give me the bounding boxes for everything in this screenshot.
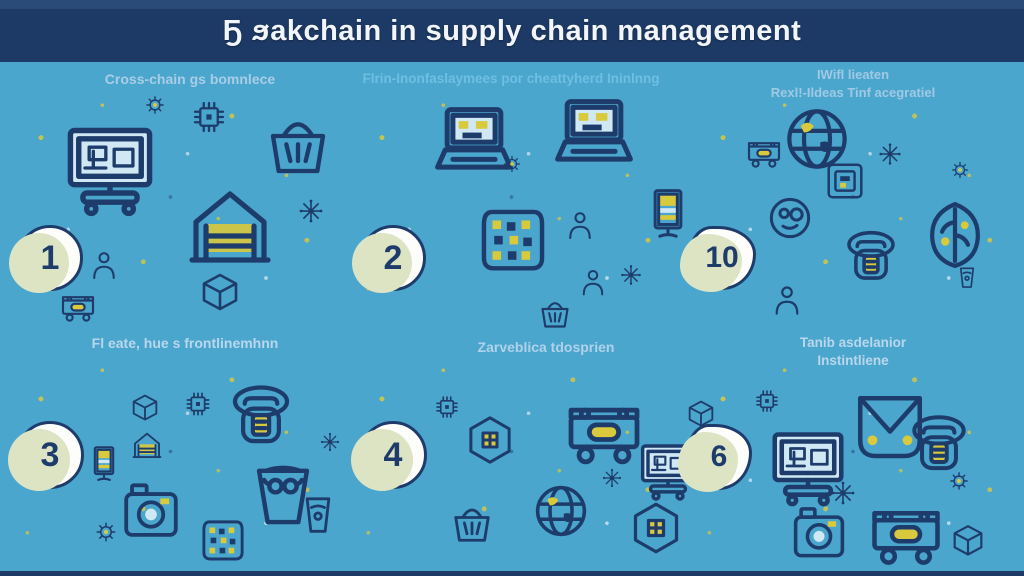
gear-icon [500, 152, 524, 176]
parts-crate-icon [472, 200, 554, 282]
globe-icon [528, 478, 594, 544]
badge-6: 6 [678, 424, 752, 492]
appliance-icon [116, 478, 186, 548]
badge-3: 3 [8, 421, 84, 491]
panel-4-header-line: Zarveblica tdosprien [477, 339, 615, 355]
panel-4-header: Zarveblica tdosprien [401, 338, 691, 357]
cart-icon [560, 390, 648, 478]
bottom-border [0, 571, 1024, 576]
package-cube-icon [196, 270, 244, 318]
panel-1-header: Cross-chain gs bomnlece [40, 70, 340, 89]
chip-icon [432, 392, 462, 422]
laptop-icon [428, 100, 520, 192]
person-icon [86, 248, 122, 284]
panel-cross-chain: Cross-chain gs bomnlece [0, 62, 341, 332]
network-node-icon [876, 140, 904, 168]
panel-6-header: Tanib asdelanior Instintliene [728, 334, 978, 370]
gear-icon [948, 158, 972, 182]
chip-icon [752, 386, 782, 416]
badge-10: 10 [680, 226, 756, 292]
person-icon [768, 282, 806, 320]
service-kiosk-icon [222, 382, 300, 460]
panel-6-header-line: Tanib asdelanior [799, 335, 907, 350]
service-kiosk-icon [838, 228, 904, 294]
package-cube-icon [128, 392, 162, 426]
cart-icon [744, 134, 784, 174]
cup-icon [952, 262, 982, 292]
person-icon [562, 208, 598, 244]
panel-2-header-line: Flrin-Inonfaslaymees por cheattyherd Ini… [362, 71, 660, 86]
warehouse-icon [130, 428, 164, 462]
shopping-basket-icon [258, 106, 338, 186]
badge-1-number: 1 [40, 238, 60, 277]
panel-1-header-line: Cross-chain gs bomnlece [104, 71, 276, 87]
network-node-icon [318, 430, 342, 454]
badge-6-number: 6 [710, 440, 728, 473]
badge-2: 2 [352, 225, 426, 293]
page-title: Ҕ ϧakchain in supply chain management [222, 14, 802, 47]
badge-4-number: 4 [383, 435, 403, 474]
warehouse-icon [182, 178, 278, 274]
laptop-icon [548, 92, 640, 184]
panel-10-header-line: IWifl lieaten [816, 67, 890, 82]
badge-3-number: 3 [40, 435, 60, 474]
panel-3-header: Fl eate, hue s frontlinemhnn [30, 334, 340, 353]
network-node-icon [296, 196, 326, 226]
kiosk-display-icon [640, 186, 696, 242]
cup-icon [292, 488, 344, 540]
hex-package-icon [626, 498, 686, 558]
person-icon [576, 266, 610, 300]
gear-icon [946, 468, 972, 494]
panel-2-header: Flrin-Inonfaslaymees por cheattyherd Ini… [351, 70, 671, 88]
badge-2-number: 2 [383, 238, 403, 277]
network-node-icon [618, 262, 644, 288]
circuit-monitor-icon [60, 118, 160, 218]
chip-icon [188, 96, 230, 138]
framed-screen-icon [822, 158, 868, 204]
shopping-basket-icon [446, 498, 498, 550]
badge-10-number: 10 [705, 241, 739, 274]
panel-3-header-line: Fl eate, hue s frontlinemhnn [91, 335, 279, 351]
panel-6-header-line: Instintliene [817, 353, 889, 369]
badge-1: 1 [9, 225, 83, 293]
cart-icon [58, 288, 98, 328]
title-bar: Ҕ ϧakchain in supply chain management [0, 0, 1024, 62]
face-doodle-icon [762, 190, 818, 246]
appliance-icon [786, 502, 852, 568]
gear-icon [92, 518, 120, 546]
badge-4: 4 [351, 421, 427, 491]
shopping-basket-icon [535, 294, 575, 334]
package-cube-icon [948, 522, 988, 562]
panel-10-header-line: Rexl!-Ildeas Tinf acegratiel [770, 84, 936, 100]
panel-10-header: IWifl lieaten Rexl!-Ildeas Tinf acegrati… [728, 66, 978, 101]
hex-package-icon [462, 412, 518, 468]
cart-icon [864, 494, 948, 576]
network-node-icon [600, 466, 624, 490]
chip-icon [182, 388, 214, 420]
door-panel-icon [84, 444, 124, 484]
parts-crate-icon [196, 514, 250, 568]
gear-icon [142, 92, 168, 118]
